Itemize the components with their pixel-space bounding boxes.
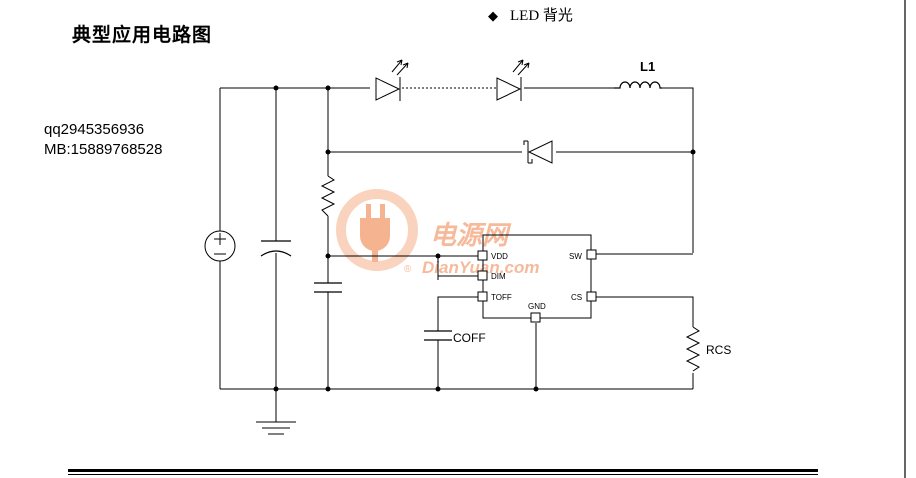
pin-dim-label: DIM [491,272,506,281]
watermark-text-en: DianYuan.com [422,258,539,277]
contact-qq: qq2945356936 [44,121,145,138]
bottom-rule-thin [68,474,818,475]
pin-gnd-label: GND [528,302,546,311]
pin-toff [477,291,488,302]
inductor-l1-icon [614,81,662,89]
schottky-diode-icon [523,140,553,164]
diamond-bullet-icon: ◆ [488,8,498,23]
led-2-icon [496,59,530,101]
capacitor-vdd-icon [314,282,342,293]
pin-gnd [530,312,541,323]
input-capacitor-icon [260,240,292,257]
watermark-registered: ® [404,264,412,275]
led-1-icon [375,59,409,101]
page-title: 典型应用电路图 [72,24,213,46]
resistor-rcs-icon [685,326,701,372]
pin-vdd-label: VDD [491,252,508,261]
pin-dim [477,270,488,281]
controller-ic: VDD DIM TOFF SW CS GND [477,234,597,323]
wires [219,87,694,422]
bottom-rule [68,469,818,472]
page-edge-bar [904,0,906,478]
pin-vdd [477,250,488,261]
section-heading: ◆ LED 背光 [488,4,573,25]
watermark-logo-ring [336,189,418,271]
ground-icon [256,421,296,435]
inductor-label: L1 [640,59,655,74]
pin-sw [586,249,597,260]
section-heading-text: LED 背光 [510,8,573,24]
pin-cs [586,291,597,302]
coff-label: COFF [453,331,486,345]
resistor-icon [320,175,336,217]
junctions [273,85,696,392]
contact-mb: MB:15889768528 [44,141,163,158]
capacitor-coff-icon [424,330,452,341]
pin-toff-label: TOFF [491,293,512,302]
dc-source-icon [204,230,236,262]
pin-sw-label: SW [569,252,582,261]
pin-cs-label: CS [571,293,582,302]
plug-icon [360,204,390,262]
rcs-label: RCS [706,343,731,357]
